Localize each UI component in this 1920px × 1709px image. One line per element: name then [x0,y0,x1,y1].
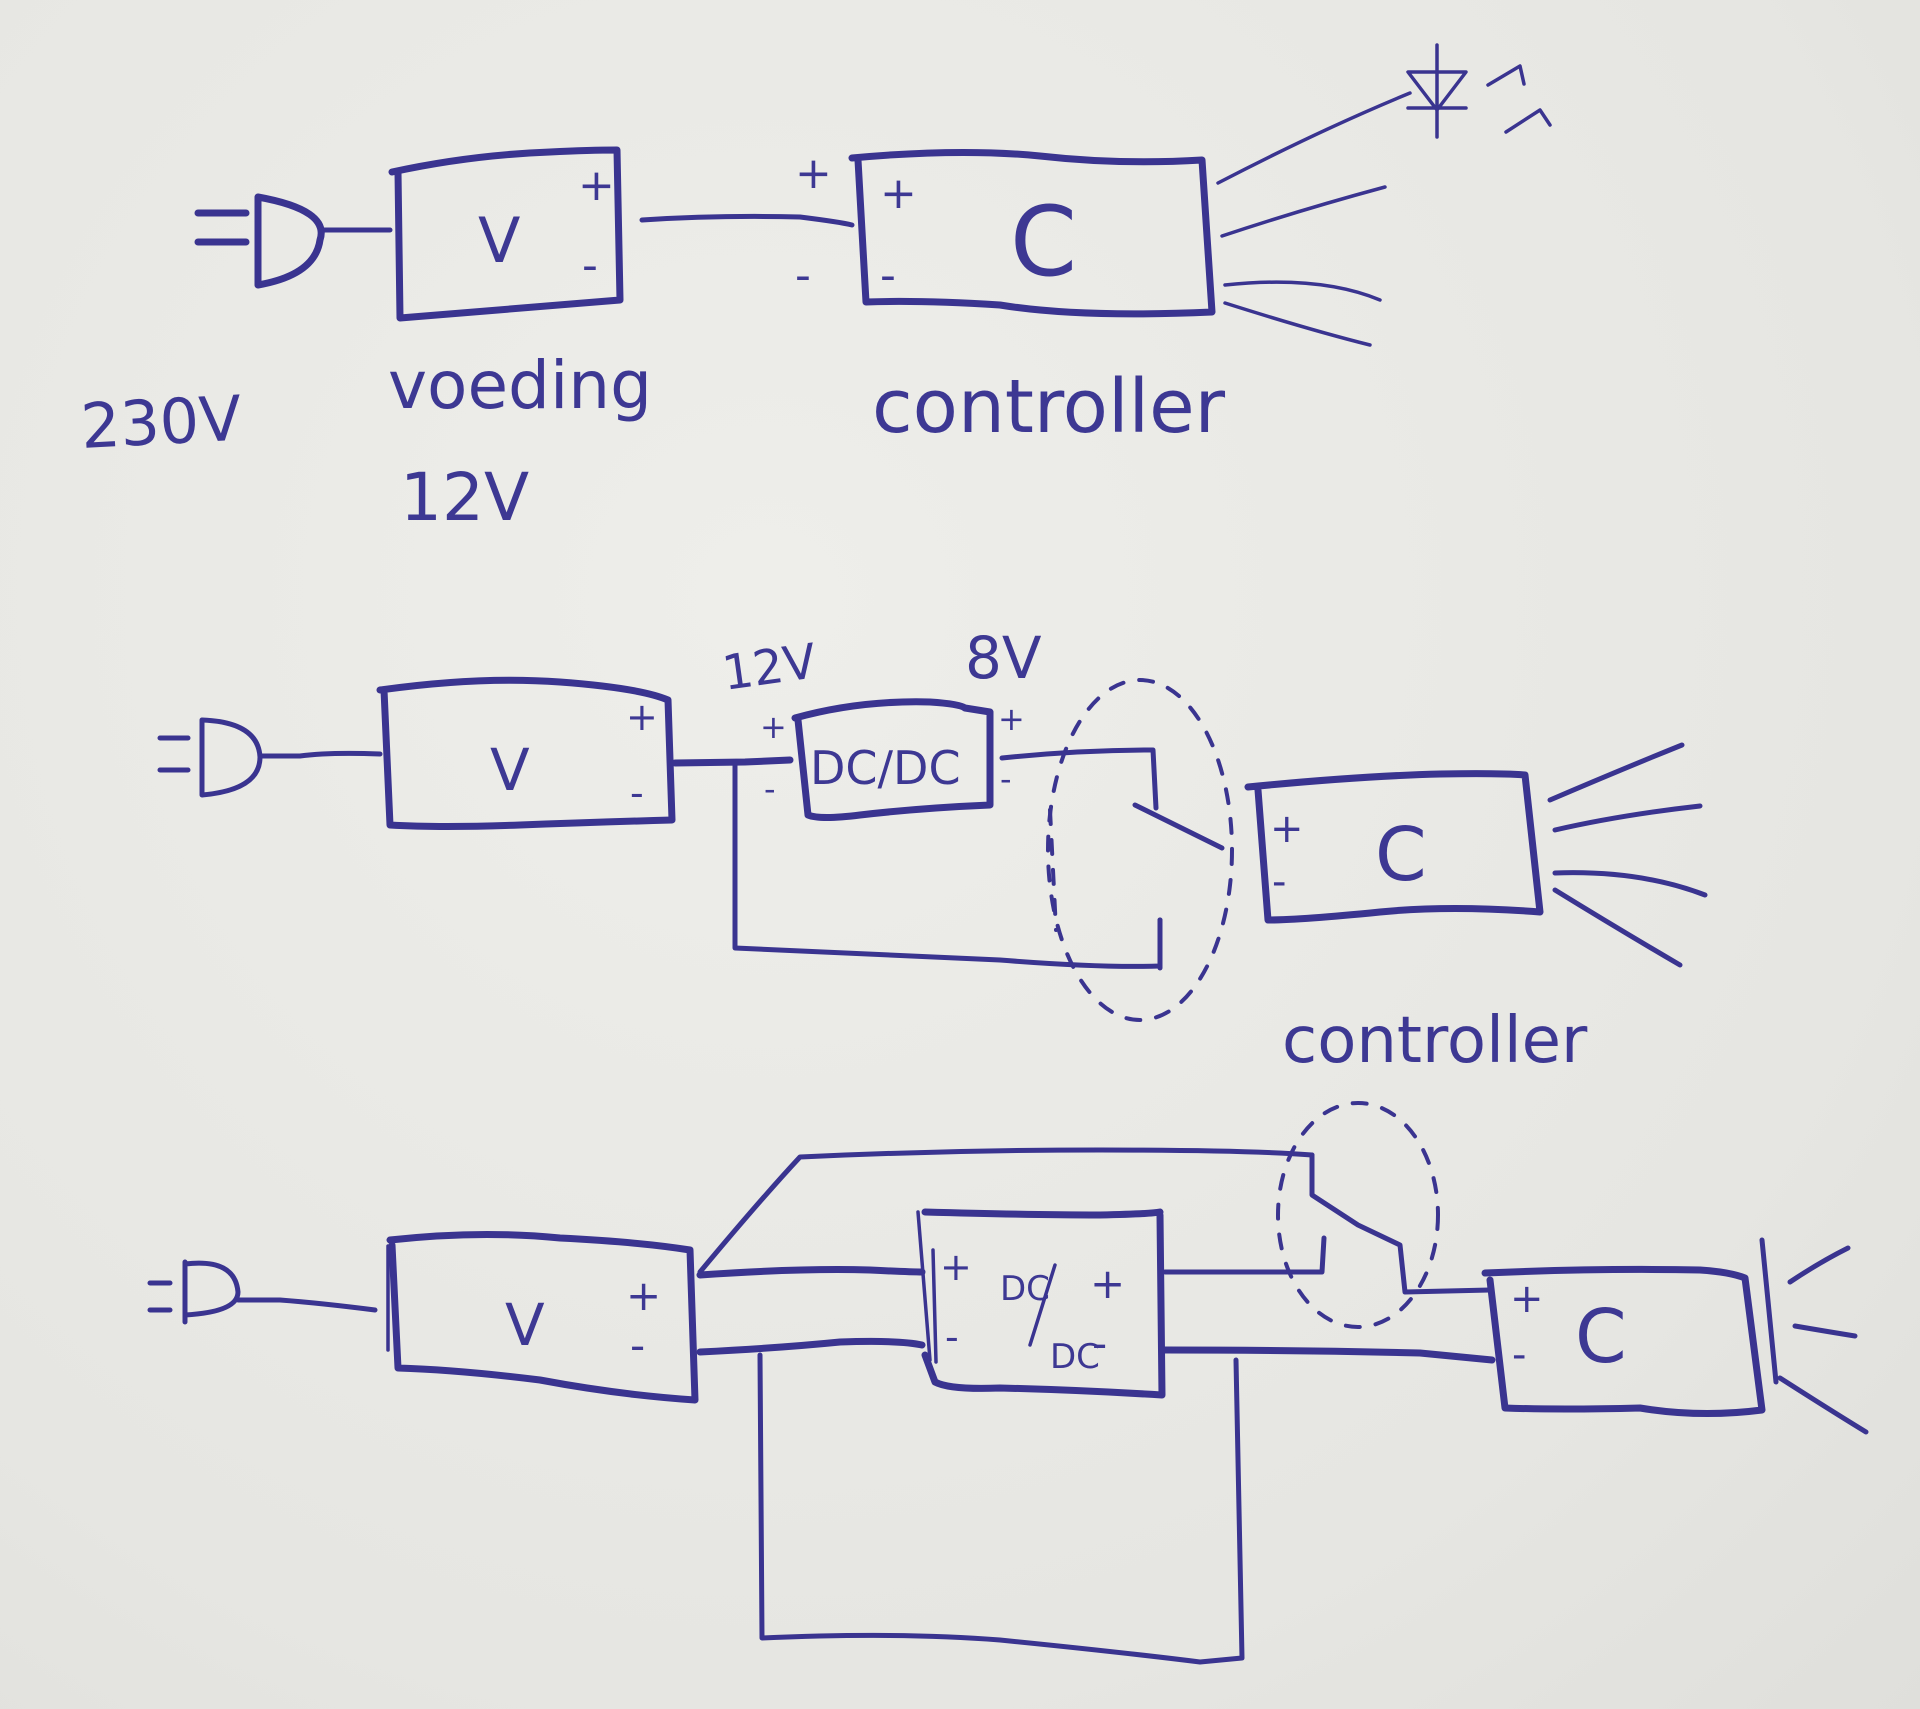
converter-output-plus: + [998,700,1025,738]
controller-box: + - C [1481,1265,1766,1418]
controller-plus-terminal: + [1270,806,1304,852]
wire-plus-label: + [795,148,832,199]
diagram-top: 230V V + - voeding 12V + - + - C control… [79,43,1552,536]
dc-dc-converter-box: + - DC DC + - [916,1208,1166,1399]
psu-minus-terminal: - [582,240,598,291]
controller-name-label: controller [872,364,1226,450]
psu-minus-terminal: - [630,771,644,815]
converter-input-minus: - [764,770,776,808]
dc-dc-converter-box: DC/DC [791,698,994,821]
switch-highlight-circle [1276,1101,1440,1329]
power-supply-box: V + - [388,146,624,322]
wire-minus-label: - [795,250,811,301]
diagram-bottom: V + - + - DC DC + - [147,1101,1869,1665]
controller-box: + - C [1244,770,1544,924]
controller-symbol: C [1010,186,1077,298]
psu-plus-terminal: + [578,160,615,211]
controller-symbol: C [1575,1294,1627,1380]
converter-output-voltage: 8V [965,624,1042,692]
converter-input-minus: - [945,1315,959,1359]
power-plug-icon [147,1259,378,1325]
mains-voltage-label: 230V [79,382,243,463]
psu-voltage-label: 12V [400,459,529,536]
switch-highlight-circle [1046,678,1234,1022]
converter-input-plus: + [940,1245,972,1289]
diagram-middle: V + - 12V 8V + - DC/DC + - + - C [157,624,1708,1078]
power-plug-icon [157,717,383,798]
converter-input-plus: + [760,708,787,746]
controller-minus-terminal: - [1512,1332,1526,1378]
controller-minus-terminal: - [1272,859,1286,905]
power-supply-symbol: V [505,1291,545,1359]
power-supply-box: V + - [376,676,676,830]
converter-output-minus: - [1092,1319,1107,1368]
psu-plus-terminal: + [626,695,658,739]
controller-minus-terminal: - [880,250,896,301]
controller-box: + - C [848,148,1216,318]
converter-output-minus: - [1000,760,1012,798]
psu-minus-terminal: - [630,1321,645,1370]
led-output-wires [1547,742,1708,968]
controller-name-label: controller [1282,1004,1588,1078]
controller-plus-terminal: + [880,168,917,219]
psu-name-label: voeding [388,347,652,424]
converter-input-voltage: 12V [719,633,820,702]
psu-plus-terminal: + [626,1271,661,1320]
switch-icon [999,747,1225,971]
led-diode-icon [1406,43,1552,139]
converter-symbol: DC/DC [810,741,961,795]
power-supply-box: V + - [386,1230,699,1404]
led-output-wires [1216,91,1412,347]
controller-plus-terminal: + [1510,1276,1544,1322]
power-supply-symbol: V [478,204,520,277]
switch-icon [1309,1152,1493,1295]
controller-symbol: C [1375,812,1427,898]
converter-symbol-bottom: DC [1050,1337,1100,1377]
power-supply-symbol: V [490,736,530,804]
converter-output-plus: + [1090,1259,1125,1308]
power-plug-icon [194,193,393,289]
led-output-wires [1759,1237,1869,1435]
